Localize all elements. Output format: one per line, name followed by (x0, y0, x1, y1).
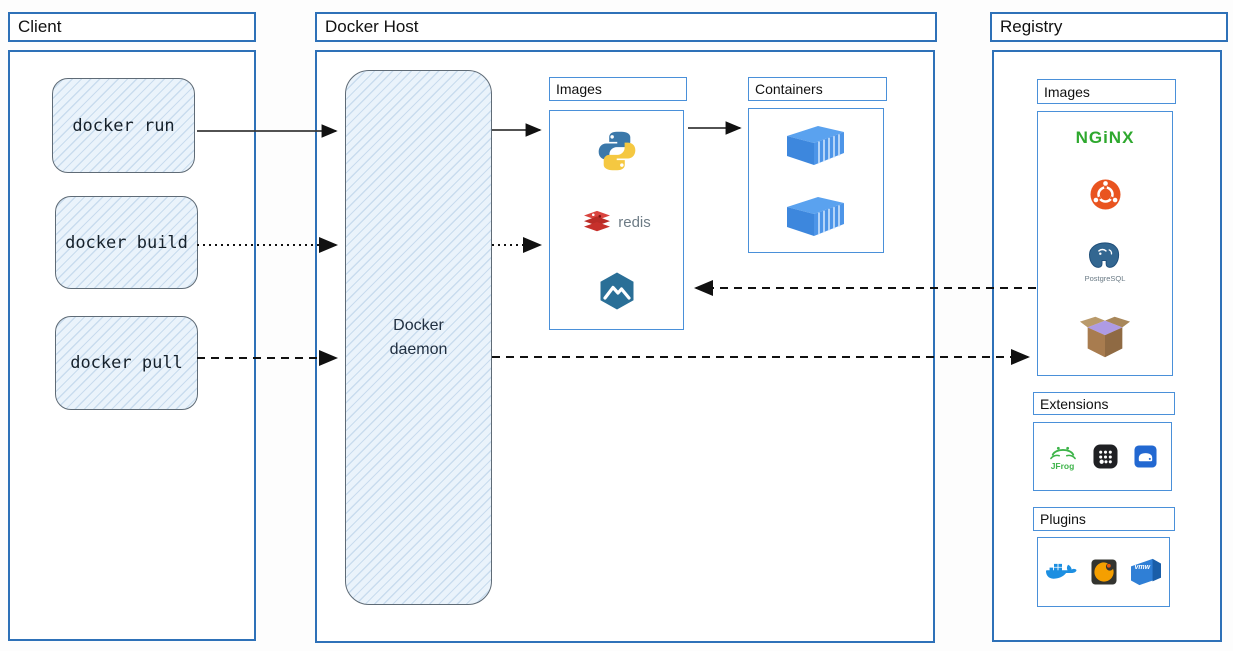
registry-extensions-box: JFrog (1033, 422, 1172, 491)
registry-plugins-title: Plugins (1033, 507, 1175, 531)
client-title-label: Client (18, 17, 62, 36)
registry-extensions-title-label: Extensions (1040, 395, 1109, 412)
docker-host-panel-title: Docker Host (315, 12, 937, 42)
registry-images-box: NGiNX (1037, 111, 1173, 376)
jfrog-label: JFrog (1050, 461, 1075, 472)
registry-panel-title: Registry (990, 12, 1228, 42)
docker-whale-logo-icon (1045, 560, 1078, 585)
docker-pull-box: docker pull (55, 316, 198, 410)
docker-host-title-label: Docker Host (325, 17, 419, 36)
ubuntu-logo-icon (1089, 178, 1121, 210)
host-images-title-label: Images (556, 81, 602, 97)
container-box-icon (785, 123, 847, 167)
registry-plugins-box: vmw (1037, 537, 1170, 607)
docker-build-label: docker build (65, 232, 188, 253)
host-images-box: redis (549, 110, 684, 330)
grafana-logo-icon (1090, 559, 1117, 585)
docker-build-box: docker build (55, 196, 198, 289)
postgresql-label: PostgreSQL (1084, 273, 1126, 283)
registry-images-title-label: Images (1044, 83, 1090, 100)
nginx-logo: NGiNX (1075, 127, 1135, 147)
client-panel-title: Client (8, 12, 256, 42)
container-box-icon (785, 194, 847, 238)
package-box-icon (1079, 314, 1131, 360)
alpine-logo-icon (597, 271, 637, 311)
redis-logo-icon (582, 209, 612, 235)
registry-plugins-title-label: Plugins (1040, 511, 1086, 527)
docker-daemon-box: Docker daemon (345, 70, 492, 605)
docker-run-box: docker run (52, 78, 195, 173)
jfrog-logo-icon: JFrog (1049, 442, 1077, 471)
docker-pull-label: docker pull (70, 353, 183, 373)
containers-box (748, 108, 884, 253)
redis-label: redis (618, 213, 651, 231)
postgresql-logo-icon (1088, 241, 1122, 273)
redis-image-item: redis (582, 209, 651, 235)
postgresql-image-item: PostgreSQL (1084, 241, 1126, 283)
containers-title-label: Containers (755, 81, 823, 97)
docker-daemon-label: Docker daemon (389, 317, 448, 358)
vmware-logo-icon: vmw (1130, 557, 1162, 587)
docker-run-label: docker run (72, 115, 175, 136)
python-logo-icon (595, 129, 639, 173)
containers-title: Containers (748, 77, 887, 101)
dots-grid-app-icon (1092, 444, 1118, 469)
drive-app-icon (1133, 445, 1157, 468)
vmware-label: vmw (1134, 564, 1150, 571)
registry-title-label: Registry (1000, 17, 1063, 36)
registry-images-title: Images (1037, 79, 1176, 104)
registry-extensions-title: Extensions (1033, 392, 1175, 415)
host-images-title: Images (549, 77, 687, 101)
